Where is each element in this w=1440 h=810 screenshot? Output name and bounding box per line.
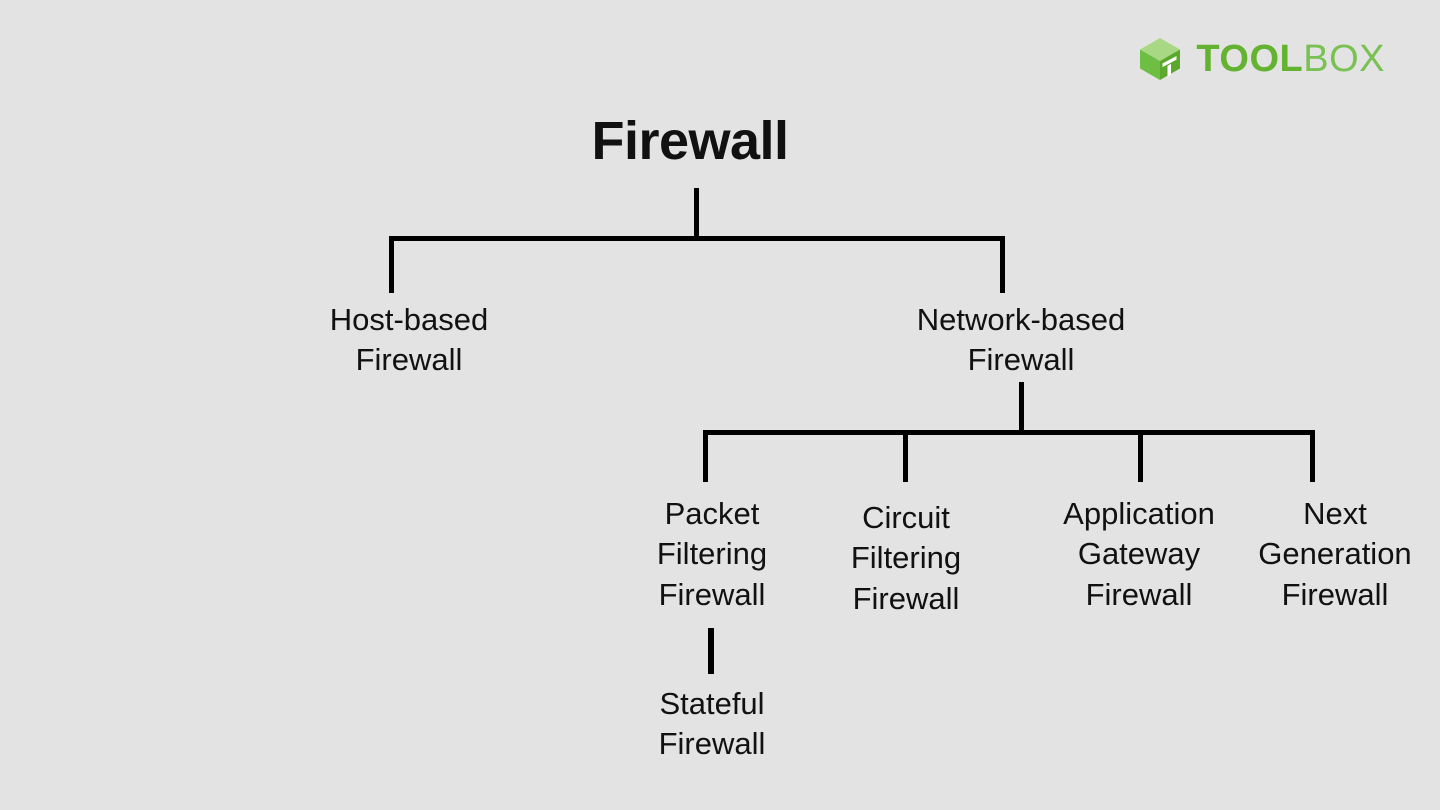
node-next-generation-firewall: Next Generation Firewall bbox=[1258, 496, 1412, 612]
node-host-based-firewall: Host-based Firewall bbox=[329, 302, 489, 378]
connector-root-stem bbox=[694, 188, 699, 240]
connector-drop-next-generation bbox=[1310, 430, 1315, 482]
node-network-based-firewall: Network-based Firewall bbox=[916, 302, 1126, 378]
node-packet-filtering-firewall: Packet Filtering Firewall bbox=[656, 496, 768, 612]
connector-level2-bar bbox=[703, 430, 1315, 435]
brand-wordmark-light: BOX bbox=[1303, 38, 1385, 80]
brand-wordmark: TOOLBOX bbox=[1196, 40, 1385, 78]
node-application-gateway-firewall: Application Gateway Firewall bbox=[1063, 496, 1215, 612]
connector-drop-host-based bbox=[389, 236, 394, 293]
connector-drop-packet-filtering bbox=[703, 430, 708, 482]
connector-level1-bar bbox=[389, 236, 1005, 241]
node-circuit-filtering-firewall: Circuit Filtering Firewall bbox=[850, 500, 962, 616]
connector-network-stem bbox=[1019, 382, 1024, 434]
node-firewall-root: Firewall bbox=[591, 111, 789, 171]
cube-icon bbox=[1140, 38, 1181, 80]
toolbox-logo: TOOLBOX bbox=[1137, 36, 1385, 82]
connector-drop-network-based bbox=[1000, 236, 1005, 293]
connector-drop-circuit-filtering bbox=[903, 430, 908, 482]
brand-wordmark-bold: TOOL bbox=[1196, 38, 1304, 80]
node-stateful-firewall: Stateful Firewall bbox=[658, 686, 766, 762]
connector-drop-application-gateway bbox=[1138, 430, 1143, 482]
connector-drop-stateful bbox=[708, 628, 714, 674]
